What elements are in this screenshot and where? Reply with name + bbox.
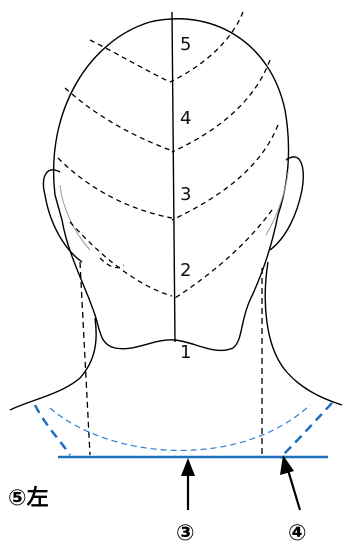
- dash-right-3: [172, 125, 278, 220]
- dash-left-3: [58, 158, 172, 218]
- section-number-2: 2: [180, 260, 191, 281]
- head-outline: [54, 19, 289, 351]
- left-ear-inner: [60, 185, 90, 250]
- right-ear: [270, 157, 303, 250]
- section-number-5: 5: [180, 34, 191, 55]
- blue-dashed-right-corner: [280, 403, 332, 458]
- arrow-right: [280, 455, 300, 510]
- section-number-1: 1: [180, 342, 191, 363]
- left-neck-shoulder: [10, 318, 96, 410]
- dash-right-4: [172, 60, 270, 152]
- section-number-4: 4: [180, 108, 191, 129]
- dashed-section-lines-left: [58, 40, 172, 296]
- label-right-point: ④: [288, 521, 307, 546]
- section-number-3: 3: [180, 184, 191, 205]
- blue-dashed-left-corner: [35, 405, 70, 455]
- left-ear: [43, 170, 82, 262]
- label-left-side: ⑤左: [8, 485, 49, 511]
- center-line: [172, 12, 175, 342]
- label-center-point: ③: [176, 521, 195, 546]
- dash-left-5: [90, 40, 170, 82]
- arrow-center: [181, 458, 195, 510]
- right-neck-shoulder: [265, 262, 342, 405]
- right-ear-inner: [266, 172, 288, 235]
- left-neck-guide: [80, 262, 90, 455]
- dash-left-4: [65, 88, 170, 150]
- dash-left-2: [70, 222, 172, 296]
